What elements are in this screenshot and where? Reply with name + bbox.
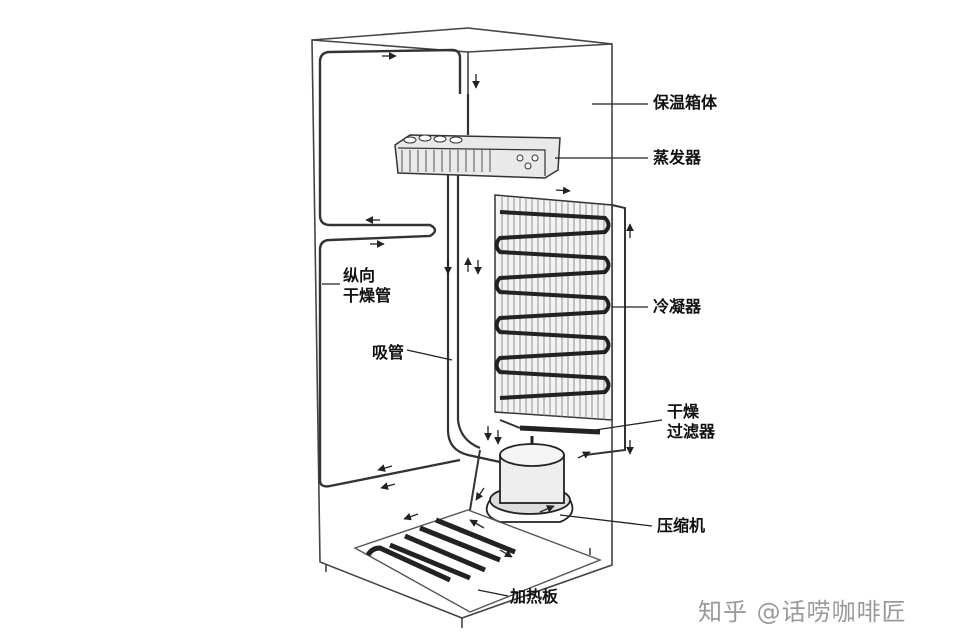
cabinet-label: 保温箱体 — [653, 93, 718, 112]
dryer-filter-label: 干燥 过滤器 — [667, 402, 716, 441]
evaporator — [394, 134, 561, 179]
leader-lines — [322, 103, 663, 597]
insulated-cabinet — [311, 27, 613, 628]
evaporator-label: 蒸发器 — [653, 148, 702, 167]
condenser-label: 冷凝器 — [653, 297, 702, 316]
heating-plate — [353, 449, 602, 613]
suction-pipe — [446, 94, 501, 464]
dryer-filter — [499, 419, 601, 435]
compressor-label: 压缩机 — [657, 516, 706, 535]
heating-plate-label: 加热板 — [510, 587, 559, 606]
flow-arrows — [365, 52, 634, 558]
watermark: 知乎 @话唠咖啡匠 — [698, 592, 907, 627]
watermark-author: @话唠咖啡匠 — [756, 598, 907, 626]
suction-pipe-label: 吸管 — [372, 343, 405, 362]
longitudinal-dryer-label: 纵向 干燥管 — [343, 266, 392, 305]
watermark-site: 知乎 — [698, 598, 748, 626]
longitudinal-dryer-pipe — [318, 48, 462, 488]
compressor — [485, 436, 574, 523]
condenser — [494, 194, 626, 456]
